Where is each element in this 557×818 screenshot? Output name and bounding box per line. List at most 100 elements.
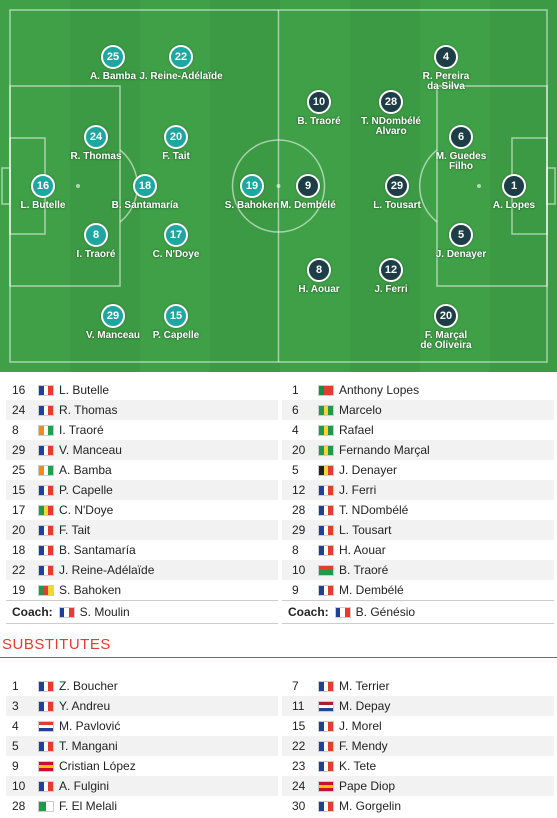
player-number: 8 xyxy=(84,223,108,247)
player-name: C. N'Doye xyxy=(59,503,114,517)
flag-sn-icon xyxy=(38,504,54,516)
player-name: A. Bamba xyxy=(89,71,137,82)
player-row[interactable]: 17 C. N'Doye xyxy=(6,500,278,520)
player-number: 24 xyxy=(84,125,108,149)
flag-fr-icon xyxy=(334,606,351,618)
home-player-marker[interactable]: 20 F. Tait xyxy=(116,125,236,162)
player-number: 18 xyxy=(12,543,26,557)
player-name: P. Capelle xyxy=(152,330,200,341)
player-number: 4 xyxy=(12,719,19,733)
player-number: 17 xyxy=(12,503,26,517)
flag-fr-icon xyxy=(318,680,334,692)
player-name: M. Dembélé xyxy=(280,200,336,211)
player-name: F. Tait xyxy=(162,151,190,162)
player-row[interactable]: 18 B. Santamaría xyxy=(6,540,278,560)
coach-row: Coach:S. Moulin xyxy=(6,600,278,624)
player-number: 19 xyxy=(240,174,264,198)
player-name: B. Traoré xyxy=(339,563,389,577)
flag-nl-icon xyxy=(318,700,334,712)
flag-br-icon xyxy=(318,404,334,416)
player-number: 28 xyxy=(292,503,306,517)
home-player-marker[interactable]: 8 I. Traoré xyxy=(36,223,156,260)
player-name: K. Tete xyxy=(339,759,377,773)
coach-name[interactable]: B. Génésio xyxy=(355,605,416,619)
player-number: 29 xyxy=(12,443,26,457)
player-number: 20 xyxy=(164,125,188,149)
player-number: 29 xyxy=(292,523,306,537)
player-name: L. Butelle xyxy=(20,200,66,211)
player-number: 8 xyxy=(12,423,19,437)
player-name: M. Terrier xyxy=(339,679,390,693)
coach-row: Coach:B. Génésio xyxy=(282,600,554,624)
player-name: J. Reine-Adélaïde xyxy=(139,71,223,82)
player-name: I. Traoré xyxy=(76,249,116,260)
player-name: I. Traoré xyxy=(59,423,104,437)
player-name: J. Denayer xyxy=(339,463,398,477)
player-name: M. Dembélé xyxy=(339,583,404,597)
player-row[interactable]: 8 I. Traoré xyxy=(6,420,278,440)
player-number: 3 xyxy=(12,699,19,713)
coach-name[interactable]: S. Moulin xyxy=(79,605,130,619)
player-name: R. Thomas xyxy=(59,403,118,417)
player-name: B. Santamaría xyxy=(59,543,136,557)
player-number: 12 xyxy=(379,258,403,282)
flag-fr-icon xyxy=(38,740,54,752)
player-number: 4 xyxy=(292,423,299,437)
player-name: M. Depay xyxy=(339,699,391,713)
